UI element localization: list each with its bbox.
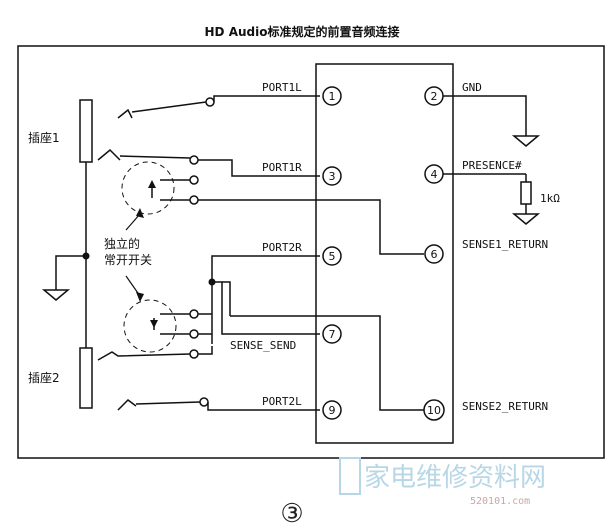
watermark-logo: [339, 457, 361, 495]
pin-7-number: 7: [329, 328, 336, 341]
left-ground-wire: [55, 255, 86, 290]
port1l-label: PORT1L: [262, 81, 302, 94]
sense1-wire: [198, 199, 424, 255]
jack2-contact: [97, 351, 191, 361]
pin-6-number: 6: [431, 248, 438, 261]
switch2-terminal-a: [189, 309, 199, 319]
connector-body: [315, 63, 454, 444]
jack2-label: 插座2: [28, 370, 60, 385]
sense-send-branch: [222, 281, 231, 316]
port1r-terminal-a: [189, 155, 199, 165]
pin-10-number: 10: [427, 404, 441, 417]
sense2-wire: [230, 315, 424, 411]
sense1-return-label: SENSE1_RETURN: [462, 238, 548, 251]
pin-9-number: 9: [329, 404, 336, 417]
port1r-contact: [97, 148, 121, 161]
pin-7: [322, 324, 342, 344]
left-ground-symbol: [41, 289, 71, 301]
gnd-label: GND: [462, 81, 482, 94]
diagram-title: HD Audio标准规定的前置音频连接: [205, 24, 400, 39]
resistor-label: 1kΩ: [540, 192, 560, 205]
switch2-arrow: [150, 320, 158, 328]
port1l-contact: [117, 108, 133, 119]
resistor: [520, 181, 532, 205]
port1r-label: PORT1R: [262, 161, 302, 174]
pin-5-number: 5: [329, 250, 336, 263]
switch-pointer-1-head: [136, 208, 144, 218]
switch2-terminal-c: [189, 349, 199, 359]
port2l-wire: [207, 402, 320, 411]
switch1-terminal-c: [189, 195, 199, 205]
switch-label-line2: 常开开关: [104, 253, 152, 267]
port1l-terminal: [205, 97, 215, 107]
watermark-url: 520101.com: [470, 496, 530, 507]
jack2-body: [79, 347, 93, 409]
pin-6: [424, 244, 444, 264]
port1r-spring: [119, 155, 191, 159]
port1l-wire: [213, 95, 320, 102]
gnd-wire: [443, 95, 527, 136]
port2l-contact: [117, 399, 137, 411]
port1r-wire: [198, 159, 320, 177]
watermark-text: 家电维修资料网: [364, 463, 546, 493]
pin-2-number: 2: [431, 90, 438, 103]
switch-pointer-1: [125, 213, 141, 231]
pin-4-number: 4: [431, 168, 438, 181]
port2l-label: PORT2L: [262, 395, 302, 408]
port2r-label: PORT2R: [262, 241, 302, 254]
port2r-wire: [211, 255, 320, 344]
pin-1-number: 1: [329, 90, 336, 103]
jack1-label: 插座1: [28, 130, 60, 145]
pin-3-number: 3: [329, 170, 336, 183]
switch1-terminal-b: [189, 175, 199, 185]
switch1-dashed-outline: [121, 161, 175, 215]
pin-9: [322, 400, 342, 420]
switch2-link-c: [198, 346, 213, 355]
port2l-terminal: [199, 397, 209, 407]
resistor-ground-symbol: [511, 213, 541, 225]
sense-send-wire: [212, 281, 320, 335]
figure-number: ③: [280, 499, 303, 529]
outer-frame: [17, 45, 605, 459]
pin-5: [322, 246, 342, 266]
switch-pointer-2-head: [136, 292, 144, 302]
jack1-body: [79, 99, 93, 163]
switch1-arrow: [148, 180, 156, 188]
pin-10: [423, 399, 445, 421]
port1l-spring: [131, 101, 207, 113]
switch-label-line1: 独立的: [104, 236, 140, 251]
sense-send-label: SENSE_SEND: [230, 339, 296, 352]
pin-1: [322, 86, 342, 106]
switch2-dashed-outline: [123, 299, 177, 353]
port2l-spring: [135, 401, 201, 405]
switch2-terminal-b: [189, 329, 199, 339]
gnd-symbol: [511, 135, 541, 147]
pin-3: [322, 166, 342, 186]
sense2-return-label: SENSE2_RETURN: [462, 400, 548, 413]
presence-label: PRESENCE#: [462, 159, 522, 172]
